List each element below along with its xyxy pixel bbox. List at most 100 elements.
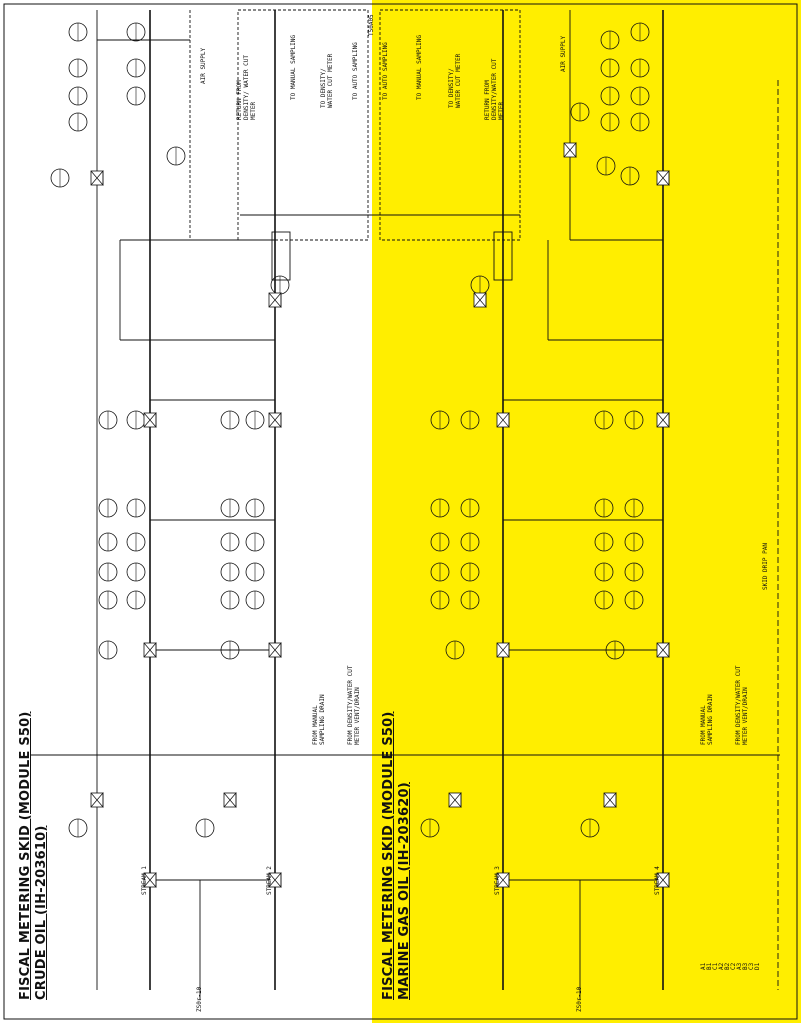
instrument-bubble xyxy=(624,590,644,610)
instrument-bubble xyxy=(68,22,88,42)
valve-symbol xyxy=(448,792,462,808)
instrument-bubble xyxy=(600,30,620,50)
instrument-bubble xyxy=(98,410,118,430)
instrument-bubble xyxy=(460,562,480,582)
valve-symbol xyxy=(496,642,510,658)
stream-1-label: STREAM 1 xyxy=(141,866,148,895)
instrument-bubble xyxy=(68,112,88,132)
note-return-right: RETURN FROM DENSITY/WATER CUT METER xyxy=(484,58,505,120)
stream-4-label: STREAM 4 xyxy=(654,866,661,895)
instrument-bubble xyxy=(600,112,620,132)
instrument-bubble xyxy=(220,410,240,430)
instrument-bubble xyxy=(420,818,440,838)
title-mgo-line1: FISCAL METERING SKID (MODULE S50) xyxy=(381,711,396,1000)
instrument-bubble xyxy=(624,562,644,582)
instrument-bubble xyxy=(50,168,70,188)
instrument-bubble xyxy=(126,562,146,582)
instrument-bubble xyxy=(624,532,644,552)
valve-symbol xyxy=(90,170,104,186)
instrument-bubble xyxy=(460,498,480,518)
valve-symbol xyxy=(143,412,157,428)
instrument-bubble xyxy=(594,562,614,582)
instrument-bubble xyxy=(580,818,600,838)
instrument-bubble xyxy=(98,562,118,582)
legend-row: D1 xyxy=(754,962,761,970)
note-to-manual-left: TO MANUAL SAMPLING xyxy=(290,34,297,100)
instrument-bubble xyxy=(220,590,240,610)
valve-symbol xyxy=(268,642,282,658)
instrument-bubble xyxy=(126,532,146,552)
highlighted-region xyxy=(372,0,801,1023)
instrument-bubble xyxy=(245,562,265,582)
valve-symbol xyxy=(143,872,157,888)
ref-bottom-right: ZS0r-10 xyxy=(576,986,583,1012)
instrument-bubble xyxy=(126,590,146,610)
instrument-bubble xyxy=(470,275,490,295)
instrument-bubble xyxy=(126,498,146,518)
instrument-bubble xyxy=(596,156,616,176)
instrument-bubble xyxy=(126,410,146,430)
instrument-bubble xyxy=(245,532,265,552)
instrument-bubble xyxy=(594,590,614,610)
instrument-bubble xyxy=(245,410,265,430)
note-to-density-left: TO DENSITY/ WATER CUT METER xyxy=(320,53,334,108)
ref-top-mid: T50A05 xyxy=(368,14,375,36)
instrument-bubble xyxy=(68,818,88,838)
note-from-density-right: FROM DENSITY/WATER CUT METER VENT/DRAIN xyxy=(735,665,749,745)
valve-symbol xyxy=(90,792,104,808)
instrument-bubble xyxy=(630,58,650,78)
valve-symbol xyxy=(656,872,670,888)
note-return-left: RETURN FROM DENSITY/ WATER CUT METER xyxy=(236,54,257,120)
instrument-bubble xyxy=(620,166,640,186)
ref-bottom-left: ZS0r-10 xyxy=(196,986,203,1012)
instrument-bubble xyxy=(430,562,450,582)
instrument-bubble xyxy=(605,640,625,660)
instrument-bubble xyxy=(460,532,480,552)
instrument-bubble xyxy=(594,410,614,430)
instrument-bubble xyxy=(126,22,146,42)
instrument-bubble xyxy=(460,590,480,610)
valve-symbol xyxy=(473,292,487,308)
instrument-bubble xyxy=(630,22,650,42)
valve-symbol xyxy=(603,792,617,808)
instrument-bubble xyxy=(126,58,146,78)
instrument-bubble xyxy=(195,818,215,838)
instrument-bubble xyxy=(630,112,650,132)
title-mgo-line2: MARINE GAS OIL (IH-203620) xyxy=(397,782,412,1000)
valve-symbol xyxy=(656,412,670,428)
valve-symbol xyxy=(496,872,510,888)
instrument-bubble xyxy=(68,58,88,78)
note-from-manual-right: FROM MANUAL SAMPLING DRAIN xyxy=(700,694,714,745)
note-to-auto-right: TO AUTO SAMPLING xyxy=(382,42,389,100)
instrument-bubble xyxy=(220,640,240,660)
instrument-bubble xyxy=(594,498,614,518)
instrument-bubble xyxy=(245,498,265,518)
note-drip-pan: SKID DRIP PAN xyxy=(762,543,769,590)
valve-symbol xyxy=(563,142,577,158)
instrument-bubble xyxy=(270,275,290,295)
valve-symbols xyxy=(90,142,670,888)
instrument-bubble xyxy=(570,102,590,122)
instrument-bubble xyxy=(445,640,465,660)
instrument-bubble xyxy=(98,640,118,660)
title-crude-line1: FISCAL METERING SKID (MODULE S50) xyxy=(18,711,33,1000)
note-from-density-left: FROM DENSITY/WATER CUT METER VENT/DRAIN xyxy=(347,665,361,745)
instrument-bubble xyxy=(220,498,240,518)
instrument-bubble xyxy=(600,58,620,78)
instrument-bubble xyxy=(220,562,240,582)
valve-symbol xyxy=(268,292,282,308)
valve-symbol xyxy=(656,642,670,658)
instrument-bubbles xyxy=(50,22,650,838)
title-crude-line2: CRUDE OIL (IH-203610) xyxy=(34,825,49,1000)
instrument-bubble xyxy=(166,146,186,166)
valve-symbol xyxy=(496,412,510,428)
note-air-supply-left: AIR SUPPLY xyxy=(200,47,207,84)
instrument-bubble xyxy=(98,498,118,518)
valve-symbol xyxy=(223,792,237,808)
stream-3-label: STREAM 3 xyxy=(494,866,501,895)
instrument-bubble xyxy=(98,590,118,610)
note-to-auto-left: TO AUTO SAMPLING xyxy=(352,42,359,100)
instrument-bubble xyxy=(68,86,88,106)
valve-symbol xyxy=(143,642,157,658)
